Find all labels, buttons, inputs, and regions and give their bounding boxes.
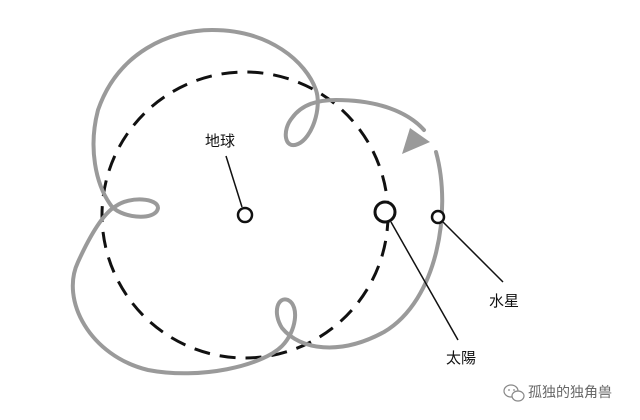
wechat-icon [503, 384, 525, 402]
mercury-apparent-path [70, 28, 445, 376]
watermark: 孤独的独角兽 [503, 384, 612, 402]
sun-point [373, 200, 397, 224]
direction-arrow-icon [402, 128, 430, 154]
sun-label: 太陽 [446, 349, 476, 367]
earth-point [236, 206, 254, 224]
earth-pointer-line [225, 155, 243, 208]
mercury-pointer-line [442, 221, 504, 283]
earth-label: 地球 [205, 132, 235, 150]
sun-pointer-line [390, 221, 459, 341]
mercury-point [430, 209, 446, 225]
mercury-label: 水星 [489, 292, 519, 310]
watermark-text: 孤独的独角兽 [528, 385, 612, 401]
